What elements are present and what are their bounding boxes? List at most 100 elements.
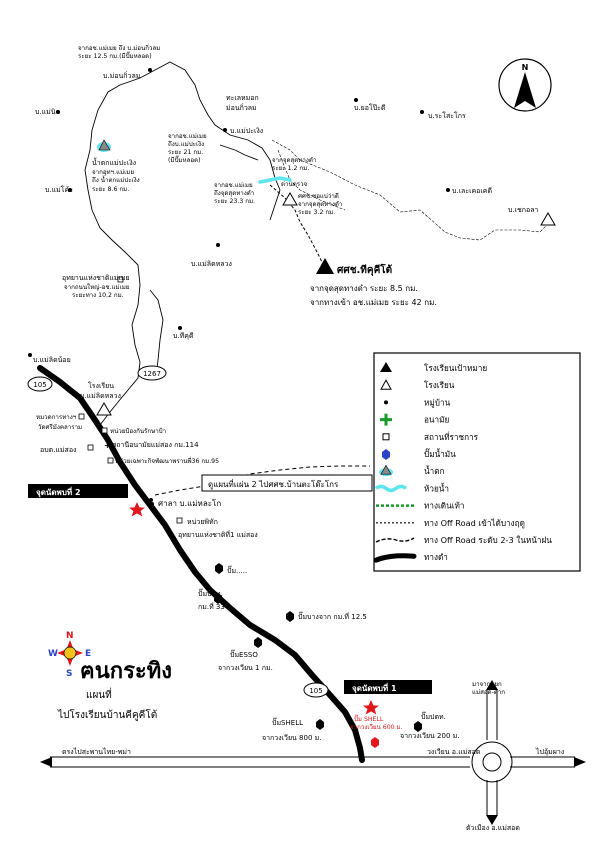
map-title-line2: แผนที่ — [86, 687, 112, 701]
forest-unit2-icon — [107, 457, 114, 464]
village-mae-lit-noi: บ.แม่ลิดน้อย — [33, 356, 71, 364]
label-sea-of-fog: ทะเลหมอก — [226, 94, 259, 102]
legend-label: น้ำตก — [424, 465, 445, 476]
meeting-point-2-label: จุดนัดพบที่ 2 — [36, 486, 81, 498]
school-cho-kho-la-label: บ.เชกอลา — [508, 206, 539, 214]
label-road-end-1b: ระยะ 1.2 กม. — [272, 165, 309, 172]
village-mae-kue: บ.แม่โค้ะ — [45, 185, 73, 194]
legend-square-icon — [382, 433, 390, 441]
legend: โรงเรียนเป้าหมายโรงเรียนหมู่บ้านอนามัยสถ… — [373, 352, 581, 572]
label-ptt200b: จากวงเวียน 200 ม. — [400, 732, 459, 740]
village-mae-pa-ting: บ.แม่ปะเงิง — [230, 127, 263, 135]
fuel-icon-ptt33 — [214, 593, 222, 604]
legend-label: ทางดำ — [424, 552, 448, 562]
arrow-west-icon — [40, 757, 52, 767]
waterfall-label-d: ระยะ 8.6 กม. — [92, 186, 129, 193]
road-checkpoint — [269, 159, 281, 221]
legend-triangle-filled-icon — [380, 362, 392, 372]
village-yo-pho-di: บ.ยอโป๊ะดี — [354, 103, 385, 112]
lodge-icon — [176, 517, 183, 524]
village-dot-le-kho-lo-di — [446, 188, 450, 192]
river-segment — [258, 176, 292, 184]
north-arrow-icon — [514, 72, 536, 108]
legend-label: ทาง Off Road เข้าได้บางฤดู — [424, 518, 525, 529]
police-icon — [78, 413, 85, 420]
north-arrow-label: N — [522, 63, 529, 72]
meeting-point-1: จุดนัดพบที่ 1 — [344, 680, 432, 715]
road-105-line — [37, 365, 365, 763]
park-marker — [117, 276, 124, 283]
target-school-icon — [316, 258, 334, 274]
label-to-border: ตรงไปสะพานไทย-พม่า — [62, 747, 131, 756]
label-from-ac-21: จากอช.แม่เมย — [168, 133, 207, 140]
label-forest-unit2: หน่วยเฉพาะกิจพัฒนาพรานพี่36 กม.95 — [115, 457, 219, 465]
map-title-line3: ไปโรงเรียนบ้านคีคูคีโต้ — [57, 708, 157, 721]
meeting-point-1-star-icon — [363, 700, 379, 715]
roundabout-outer — [471, 741, 513, 783]
legend-row: โรงเรียนเป้าหมาย — [380, 362, 487, 373]
road-shield-105-bottom: 105 — [303, 682, 329, 698]
village-dot-ra-so-kro — [420, 110, 424, 114]
legend-label: โรงเรียนเป้าหมาย — [424, 363, 487, 373]
legend-river-icon — [374, 484, 408, 493]
meeting-point-2-box — [28, 484, 128, 498]
village-muen-kui: บ.ม่อนกิ่วลม — [103, 71, 140, 80]
legend-row: ห้วยน้ำ — [374, 482, 449, 493]
label-school-mlt-b: บ.แม่ลิดหลวง — [80, 392, 121, 400]
svg-text:105: 105 — [309, 687, 322, 695]
legend-row: ทางเดินเท้า — [376, 501, 465, 511]
svg-text:1267: 1267 — [143, 370, 161, 378]
legend-label: ทางเดินเท้า — [424, 501, 465, 511]
compass-e: E — [85, 649, 91, 659]
border-road — [50, 690, 575, 815]
village-dot-mae-lit-noi — [28, 353, 32, 357]
legend-label: ปั๊มน้ำมัน — [424, 447, 456, 459]
compass-rose: N S W E — [48, 631, 91, 679]
legend-label: สถานที่ราชการ — [424, 431, 479, 442]
border-line-inner — [277, 149, 346, 211]
legend-label: ห้วยน้ำ — [424, 482, 449, 493]
label-shell-red-b: จากวงเวียน 600 ม. — [350, 723, 403, 731]
village-dot-mae-pa-ting — [223, 128, 227, 132]
legend-row: ปั๊มน้ำมัน — [382, 447, 456, 460]
legend-row: โรงเรียน — [380, 379, 455, 390]
label-from-sariang: มาจากแยก — [472, 681, 502, 688]
compass-center-icon — [63, 646, 77, 660]
label-shell: ปั๊มSHELL — [272, 717, 303, 727]
legend-triangle-outline-icon — [380, 379, 392, 390]
border-line-east — [271, 139, 549, 241]
school-tor-ko-di-dist1: จากจุดสุดทางดำ — [298, 201, 342, 208]
mountain-roads — [84, 61, 281, 426]
label-sea-of-fog-b: ม่อนกิ่วลม — [226, 103, 257, 112]
legend-box — [373, 352, 581, 572]
legend-offroad-dashed-icon — [375, 537, 415, 543]
compass-w: W — [48, 649, 58, 659]
waterfall-label-c: ถึง น้ำตกแม่ปะเงิง — [92, 175, 140, 184]
label-roundabout: วงเวียน อ.แม่สอด — [427, 748, 480, 756]
target-school-dist2: จากทางเข้า อช.แม่เมย ระยะ 42 กม. — [310, 298, 437, 307]
fuel-icon-shell — [316, 719, 324, 730]
label-ptt33b: กม.ที่ 33 — [198, 602, 225, 611]
forest-unit-icon — [101, 427, 108, 434]
label-to-maesot: ไปอุ้มผาง — [535, 747, 564, 756]
legend-row: ทาง Off Road ระดับ 2-3 ในหน้าฝน — [375, 535, 552, 545]
label-park-b: จากถนนใหญ่-อช.แม่เมย — [64, 283, 130, 291]
road-north-ridge — [154, 61, 271, 161]
village-le-kho-lo-di: บ.เละเคอเคดี — [452, 187, 492, 195]
legend-row: หมู่บ้าน — [384, 397, 451, 408]
legend-rows: โรงเรียนเป้าหมายโรงเรียนหมู่บ้านอนามัยสถ… — [373, 362, 552, 563]
label-from-ac-21b: ถึงบ.แม่ปะเงิง — [168, 141, 204, 148]
fuel-stations — [214, 563, 422, 748]
compass-n: N — [66, 631, 74, 641]
village-dot-mae-kue — [68, 188, 72, 192]
village-dot-mae-nil — [56, 110, 60, 114]
compass-s: S — [66, 669, 72, 679]
label-bangchak: ปั๊มบางจาก กม.ที่ 12.5 — [298, 611, 367, 621]
legend-blue-hexagon-icon — [382, 449, 390, 460]
village-mae-lit-luang: บ.แม่ลิดหลวง — [191, 260, 232, 268]
label-temple: วัดศรีมังคลาราม — [38, 423, 82, 431]
label-from-ac-233: จากอช.แม่เมย — [214, 182, 253, 189]
village-ra-so-kro: บ.ระโสะโกร — [428, 111, 466, 120]
label-park: อุทยานแห่งชาติแม่เมย — [62, 274, 130, 282]
label-rest-area: ศาลา บ.แม่หละโก — [158, 498, 221, 508]
